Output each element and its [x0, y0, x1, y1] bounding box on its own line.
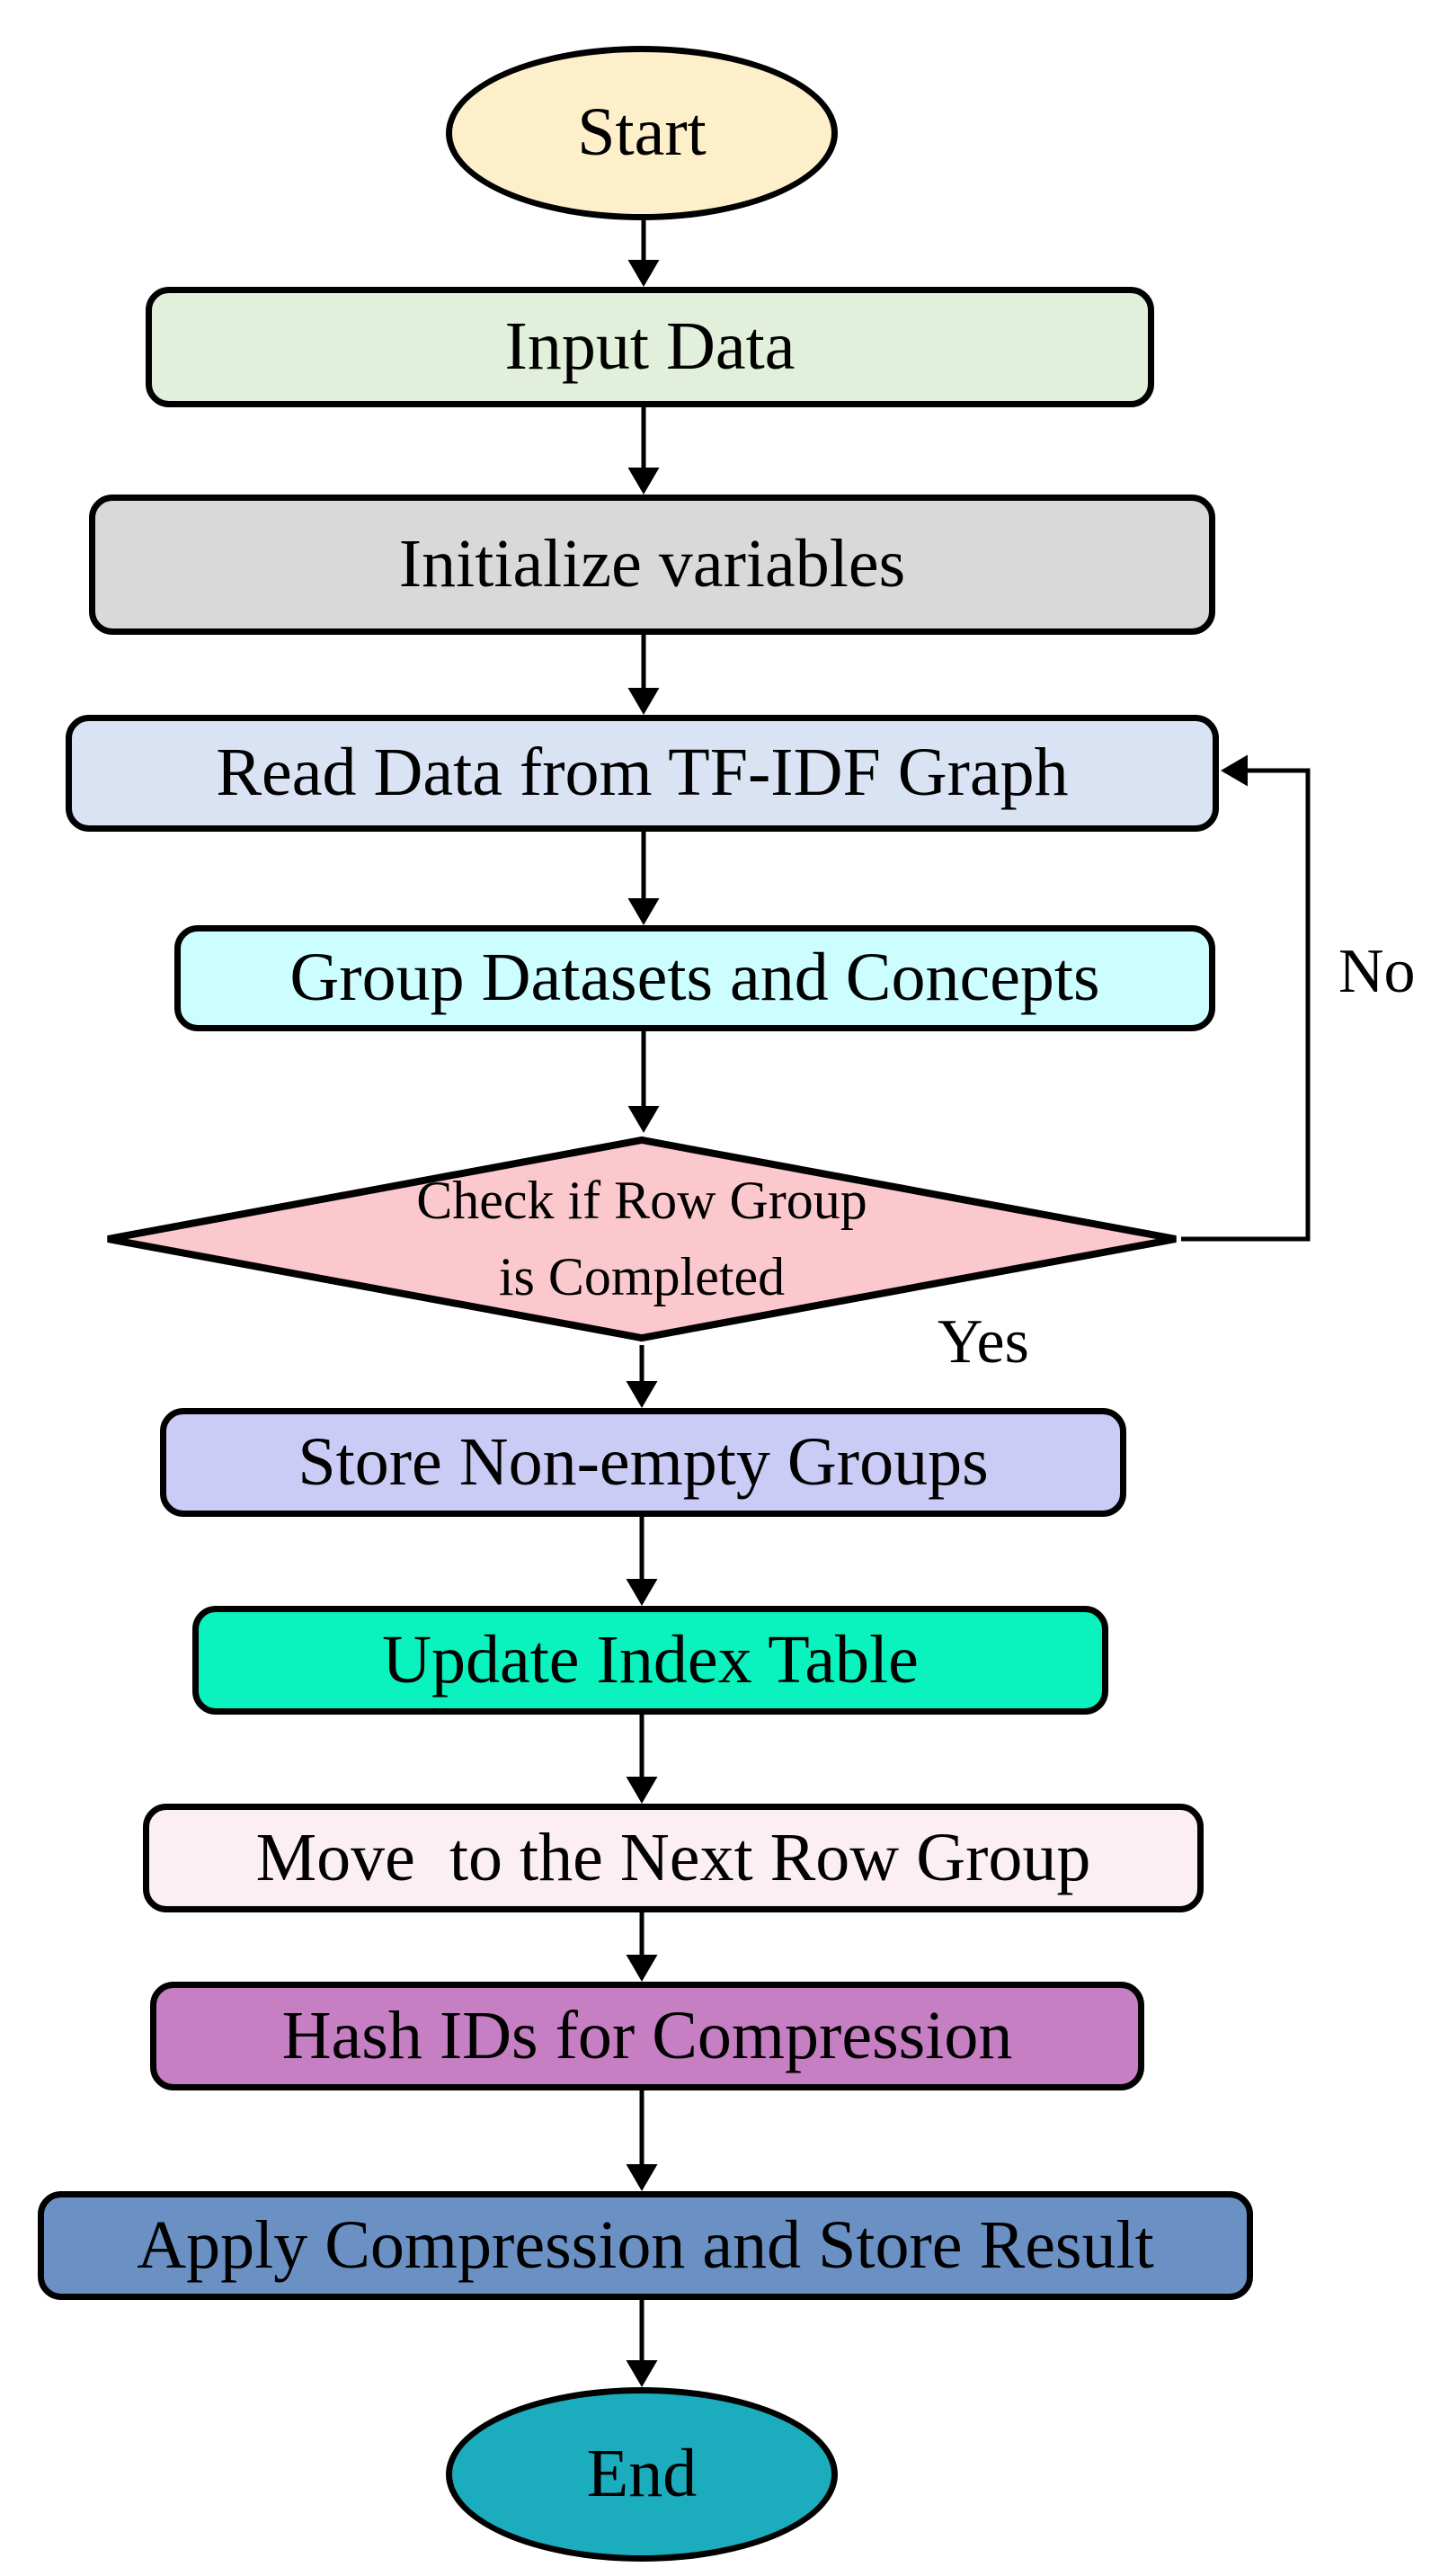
decision-diamond-shape [107, 1136, 1177, 1342]
node-hash-ids: Hash IDs for Compression [150, 1982, 1144, 2090]
node-read-data: Read Data from TF-IDF Graph [66, 715, 1219, 832]
node-update-index-label: Update Index Table [382, 1621, 919, 1698]
node-check-row-group: Check if Row Group is Completed [102, 1133, 1181, 1345]
decision-label-line1: Check if Row Group [416, 1170, 867, 1230]
node-move-next-label: Move to the Next Row Group [255, 1819, 1091, 1895]
node-initialize-variables-label: Initialize variables [398, 526, 906, 602]
edge-label-no: No [1338, 937, 1416, 1006]
edge-label-yes: Yes [938, 1307, 1029, 1377]
node-end: End [446, 2387, 838, 2562]
node-read-data-label: Read Data from TF-IDF Graph [216, 735, 1069, 811]
node-end-label: End [586, 2436, 698, 2512]
arrow-decision-no-loop [1181, 754, 1311, 1242]
node-initialize-variables: Initialize variables [89, 495, 1215, 635]
node-apply-compression-label: Apply Compression and Store Result [137, 2206, 1154, 2283]
node-input-data-label: Input Data [504, 308, 796, 385]
node-move-next: Move to the Next Row Group [143, 1804, 1204, 1912]
node-store-groups-label: Store Non-empty Groups [298, 1423, 989, 1500]
decision-label-line2: is Completed [498, 1247, 786, 1306]
node-start-label: Start [577, 94, 707, 171]
node-update-index: Update Index Table [192, 1606, 1108, 1715]
node-group-datasets: Group Datasets and Concepts [174, 925, 1215, 1031]
node-apply-compression: Apply Compression and Store Result [38, 2191, 1253, 2300]
node-input-data: Input Data [146, 287, 1154, 407]
node-hash-ids-label: Hash IDs for Compression [281, 1997, 1013, 2073]
node-group-datasets-label: Group Datasets and Concepts [289, 940, 1100, 1016]
node-store-groups: Store Non-empty Groups [160, 1408, 1126, 1517]
node-start: Start [446, 46, 838, 220]
node-check-row-group-label: Check if Row Group is Completed [416, 1163, 867, 1315]
